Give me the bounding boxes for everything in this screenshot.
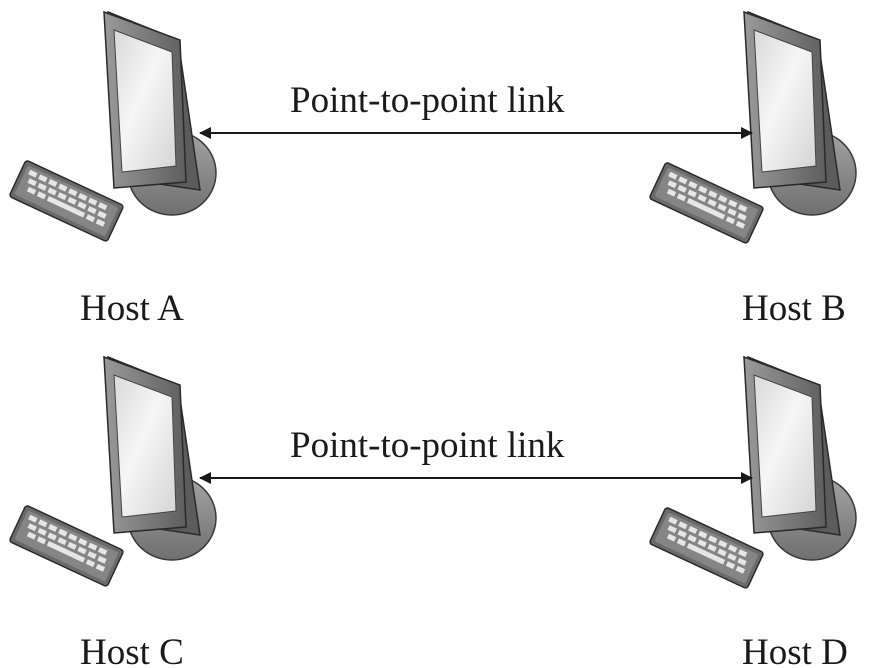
host-c-label: Host C bbox=[80, 632, 184, 668]
host-a-label: Host A bbox=[80, 288, 184, 329]
host-a: Host A bbox=[8, 11, 217, 329]
host-c bbox=[8, 356, 217, 588]
host-b-label: Host B bbox=[742, 288, 846, 329]
computer-icon bbox=[8, 11, 217, 243]
host-d-label: Host D bbox=[742, 632, 848, 668]
host-d bbox=[648, 356, 857, 590]
link-c-d-label: Point-to-point link bbox=[290, 425, 565, 466]
computer-icon bbox=[648, 356, 857, 590]
computer-icon bbox=[648, 11, 857, 245]
link-a-b: Point-to-point link bbox=[199, 80, 753, 139]
link-c-d: Point-to-point link bbox=[199, 425, 753, 484]
computer-icon bbox=[8, 356, 217, 588]
host-b: Host B bbox=[648, 11, 857, 329]
link-a-b-label: Point-to-point link bbox=[290, 80, 565, 121]
